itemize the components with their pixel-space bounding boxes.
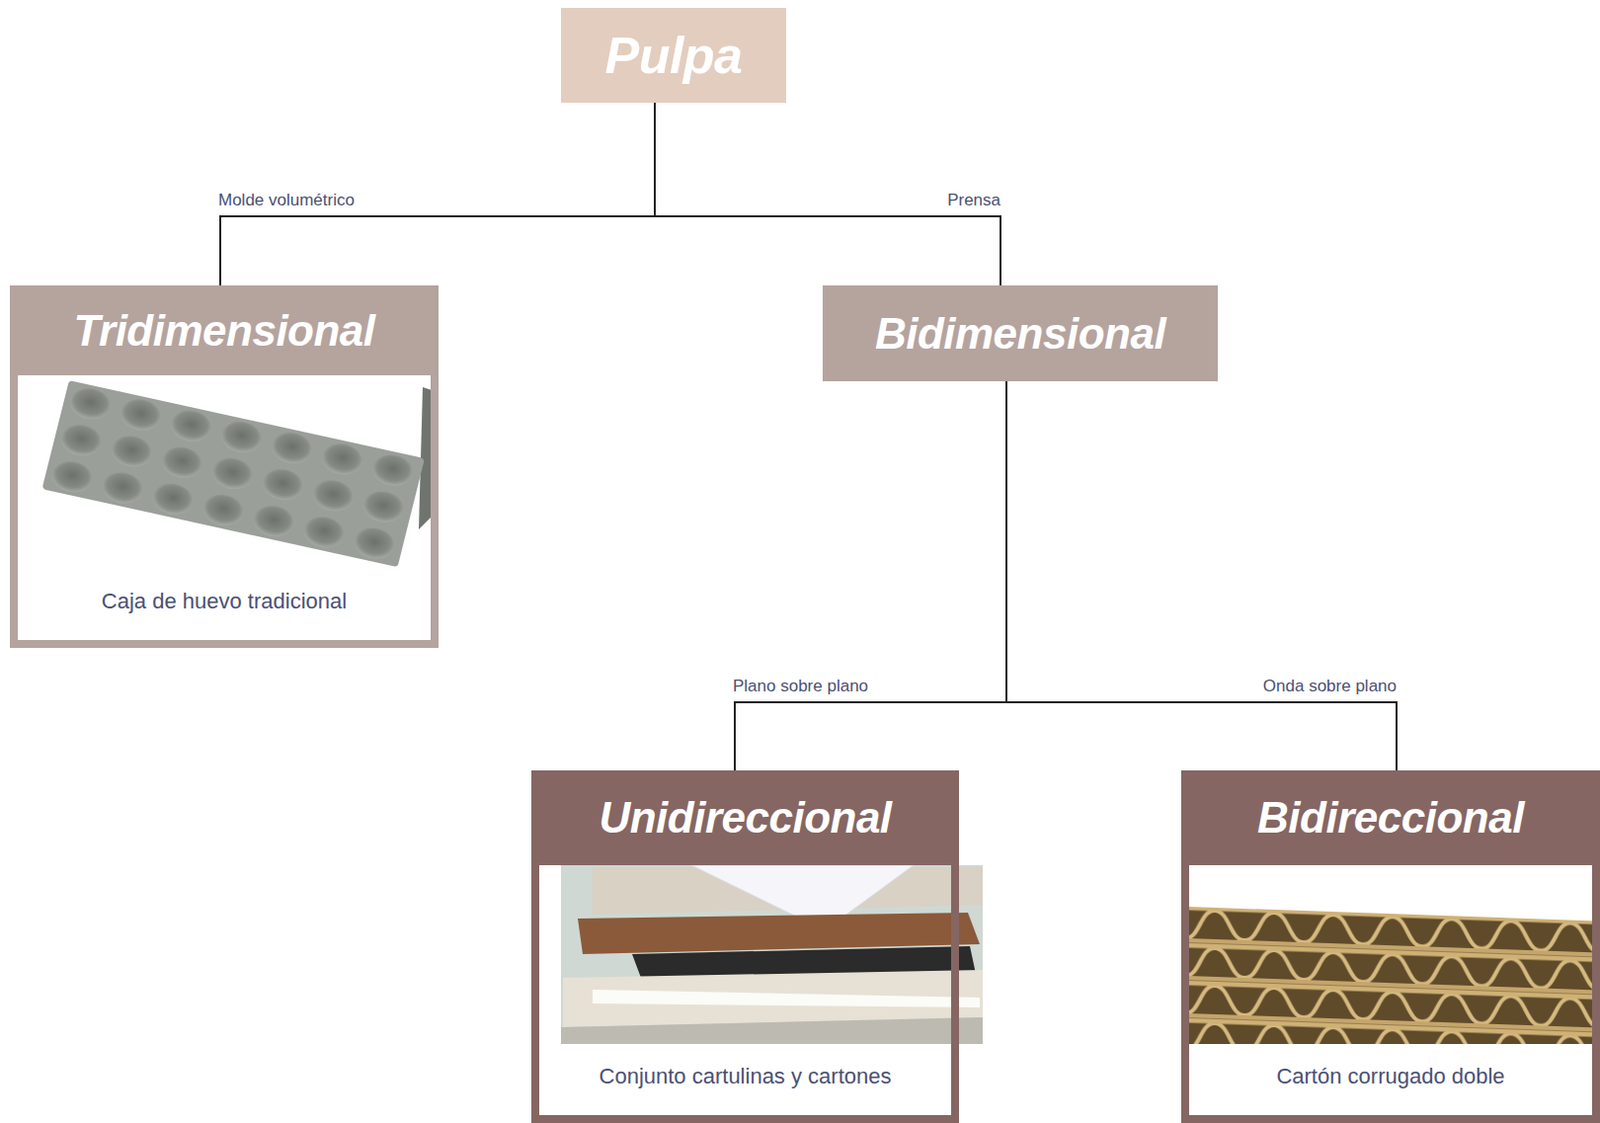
- edge-label: Plano sobre plano: [730, 676, 871, 697]
- edge-label-text: Onda sobre plano: [1261, 676, 1399, 697]
- edge-label: Molde volumétrico: [216, 190, 357, 211]
- caption-area: Caja de huevo tradicional: [17, 581, 431, 622]
- edge-label-text: Prensa: [945, 190, 1003, 211]
- corrugated-cardboard: [1189, 906, 1598, 1044]
- box-title: Bidimensional: [875, 309, 1166, 359]
- category-box: Bidimensional: [822, 285, 1218, 382]
- caption-text: Caja de huevo tradicional: [97, 588, 351, 615]
- box-title: Pulpa: [604, 25, 742, 85]
- card-title: Bidireccional: [1257, 793, 1524, 843]
- egg-carton: [42, 380, 436, 567]
- edge-label: Onda sobre plano: [1261, 676, 1399, 697]
- edge-label: Prensa: [945, 190, 1003, 211]
- caption-area: Conjunto cartulinas y cartones: [539, 1056, 952, 1097]
- card-title: Unidireccional: [598, 793, 891, 843]
- connector-line: [734, 381, 1007, 771]
- cardboard-stack: [560, 865, 983, 1044]
- caption-text: Cartón corrugado doble: [1272, 1063, 1509, 1090]
- category-card: TridimensionalCaja de huevo tradicional: [9, 285, 439, 648]
- edge-label-text: Molde volumétrico: [216, 190, 357, 211]
- caption-area: Cartón corrugado doble: [1189, 1056, 1593, 1097]
- root-box: Pulpa: [560, 7, 787, 103]
- subcategory-card: BidireccionalCartón corrugado doble: [1181, 770, 1600, 1123]
- edge-label-text: Plano sobre plano: [730, 676, 871, 697]
- connector-line: [1006, 381, 1397, 771]
- subcategory-card: UnidireccionalConjunto cartulinas y cart…: [531, 770, 960, 1123]
- header-band: Bidireccional: [1181, 770, 1600, 866]
- header-band: Tridimensional: [9, 285, 439, 376]
- caption-text: Conjunto cartulinas y cartones: [595, 1063, 896, 1090]
- header-band: Unidireccional: [531, 770, 960, 866]
- card-title: Tridimensional: [73, 306, 375, 356]
